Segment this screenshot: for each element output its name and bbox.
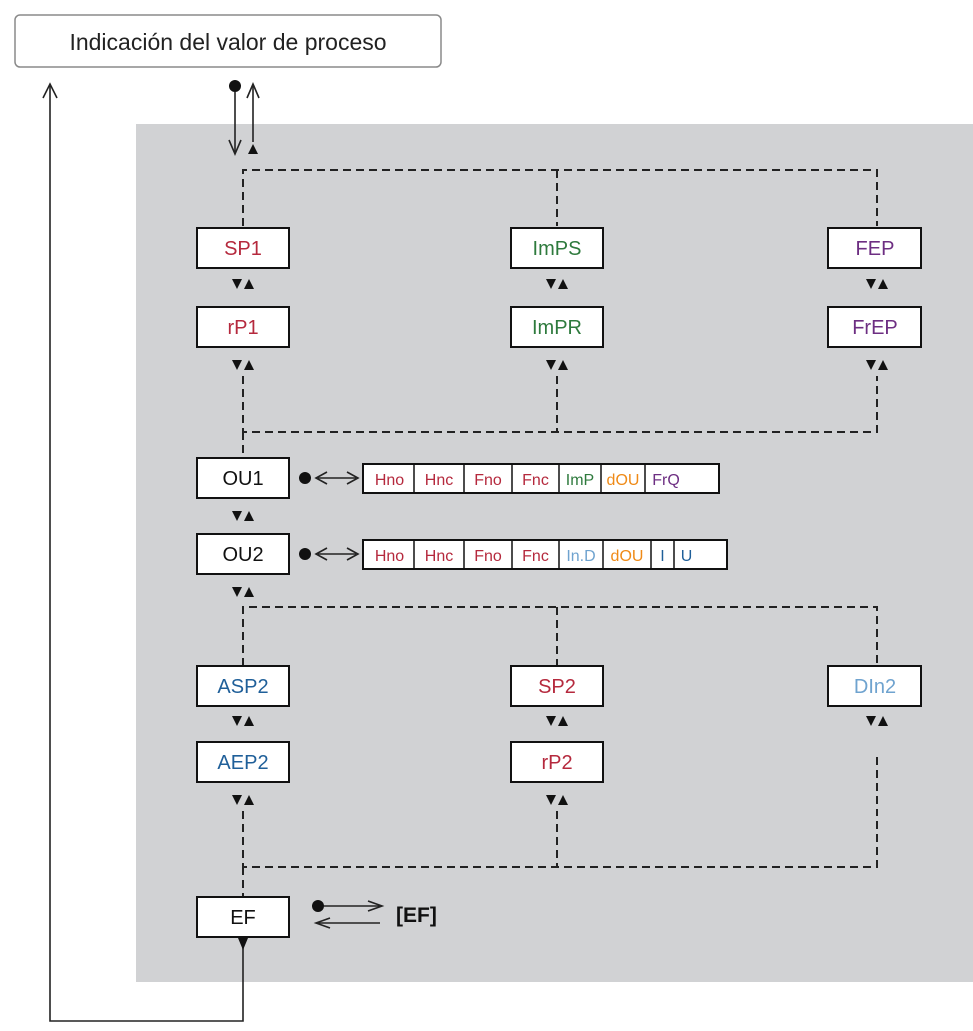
param-label: OU2 [222, 544, 263, 566]
nav-arrow-pair-icon [232, 279, 254, 289]
option-u[interactable]: U [681, 548, 693, 565]
process-value-label: Indicación del valor de proceso [69, 29, 386, 55]
option-fnc[interactable]: Fnc [522, 548, 549, 565]
set-button-dot-icon [229, 80, 241, 92]
param-rp1[interactable]: rP1 [196, 306, 290, 348]
option-hno[interactable]: Hno [375, 472, 404, 489]
ou1-select-arrow [299, 471, 360, 485]
option-hno[interactable]: Hno [375, 548, 404, 565]
param-sp1[interactable]: SP1 [196, 227, 290, 269]
nav-arrows [232, 279, 888, 950]
param-label: FEP [856, 238, 895, 260]
nav-arrow-pair-icon [866, 279, 888, 289]
set-button-dot-icon [299, 548, 311, 560]
down-arrow-icon [238, 938, 248, 950]
param-label: ASP2 [217, 676, 268, 698]
ou2-select-arrow [299, 547, 360, 561]
param-ef[interactable]: EF [196, 896, 290, 938]
ou1-options: Hno Hnc Fno Fnc ImP dOU FrQ [362, 463, 720, 494]
return-path [42, 82, 244, 1022]
nav-arrow-pair-icon [232, 587, 254, 597]
process-value-display[interactable]: Indicación del valor de proceso [14, 14, 442, 68]
param-rp2[interactable]: rP2 [510, 741, 604, 783]
param-din2[interactable]: DIn2 [827, 665, 922, 707]
nav-arrow-pair-icon [546, 716, 568, 726]
nav-arrow-pair-icon [866, 716, 888, 726]
param-label: rP2 [541, 752, 572, 774]
param-label: FrEP [852, 317, 898, 339]
nav-arrow-pair-icon [232, 360, 254, 370]
nav-arrow-pair-icon [866, 360, 888, 370]
nav-arrow-pair-icon [232, 511, 254, 521]
ef-select-arrows [312, 900, 385, 929]
nav-arrow-pair-icon [546, 279, 568, 289]
nav-arrow-pair-icon [232, 716, 254, 726]
param-imps[interactable]: ImPS [510, 227, 604, 269]
option-hnc[interactable]: Hnc [425, 472, 453, 489]
nav-arrow-pair-icon [546, 795, 568, 805]
param-sp2[interactable]: SP2 [510, 665, 604, 707]
option-dou[interactable]: dOU [607, 472, 640, 489]
param-asp2[interactable]: ASP2 [196, 665, 290, 707]
param-label: DIn2 [854, 676, 896, 698]
up-arrow-icon [248, 144, 258, 154]
option-in-d[interactable]: In.D [566, 548, 595, 565]
set-button-dot-icon [299, 472, 311, 484]
param-label: ImPR [532, 317, 582, 339]
param-impr[interactable]: ImPR [510, 306, 604, 348]
param-label: SP1 [224, 238, 262, 260]
option-dou[interactable]: dOU [611, 548, 644, 565]
option-fno[interactable]: Fno [474, 472, 502, 489]
param-label: SP2 [538, 676, 576, 698]
option-hnc[interactable]: Hnc [425, 548, 453, 565]
option-fnc[interactable]: Fnc [522, 472, 549, 489]
param-ou2[interactable]: OU2 [196, 533, 290, 575]
option-i[interactable]: I [660, 548, 664, 565]
param-label: ImPS [533, 238, 582, 260]
nav-arrow-pair-icon [546, 360, 568, 370]
param-label: rP1 [227, 317, 258, 339]
param-frep[interactable]: FrEP [827, 306, 922, 348]
param-label: AEP2 [217, 752, 268, 774]
dashed-connections [242, 169, 878, 897]
nav-arrow-pair-icon [232, 795, 254, 805]
param-label: OU1 [222, 468, 263, 490]
param-fep[interactable]: FEP [827, 227, 922, 269]
option-frq[interactable]: FrQ [652, 472, 680, 489]
enter-menu-arrows [228, 80, 260, 157]
param-label: EF [230, 907, 256, 929]
set-button-dot-icon [312, 900, 324, 912]
option-fno[interactable]: Fno [474, 548, 502, 565]
ef-submenu-label: [EF] [396, 904, 437, 927]
option-imp[interactable]: ImP [566, 472, 594, 489]
param-ou1[interactable]: OU1 [196, 457, 290, 499]
param-aep2[interactable]: AEP2 [196, 741, 290, 783]
